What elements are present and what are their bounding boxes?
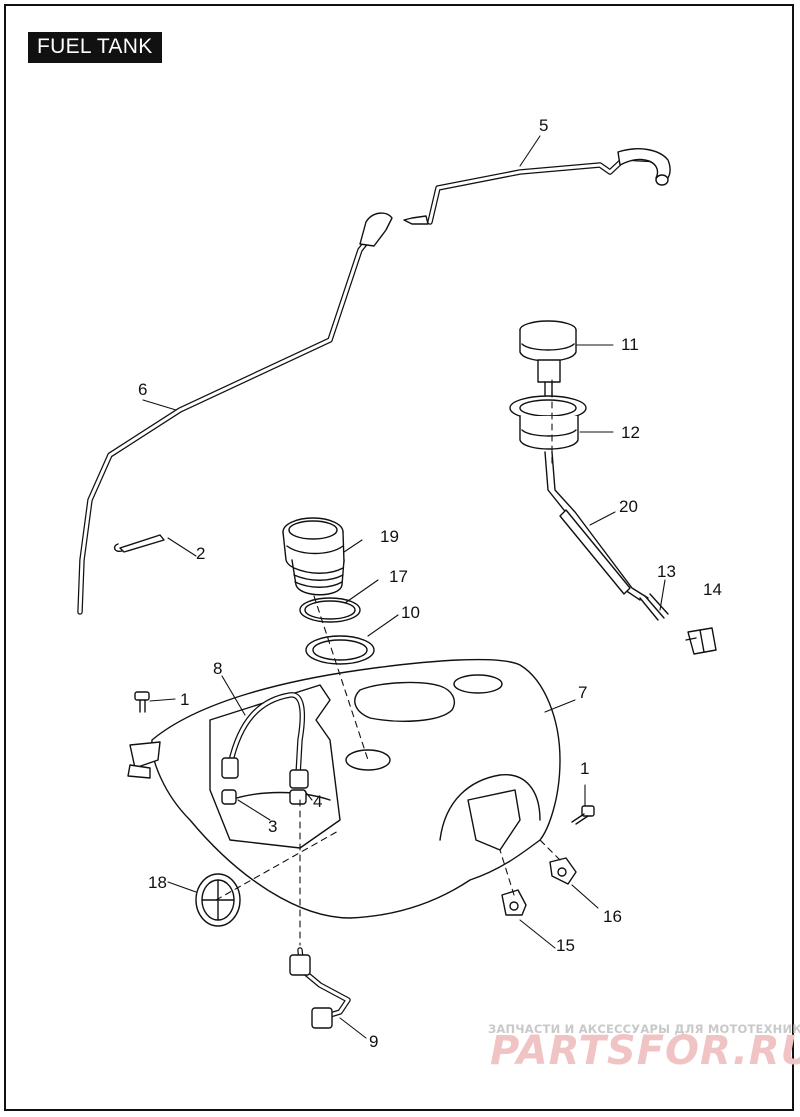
callout-8: 8 xyxy=(213,659,222,678)
callout-6: 6 xyxy=(138,380,147,399)
callout-5: 5 xyxy=(539,116,548,135)
callout-1-right: 1 xyxy=(580,759,589,778)
callout-labels: 5 6 2 19 17 10 11 12 20 13 14 8 1 7 1 4 … xyxy=(138,116,722,1051)
callout-17: 17 xyxy=(389,567,408,586)
fuel-line-part-9 xyxy=(289,947,351,1029)
fuel-cap-part-19 xyxy=(282,517,345,596)
gasket-part-10 xyxy=(305,635,375,665)
fuel-tank-part-7 xyxy=(127,658,561,919)
fitting-part-3 xyxy=(221,789,237,805)
watermark-brand: PARTSFOR.RU xyxy=(490,1028,800,1074)
callout-13: 13 xyxy=(657,562,676,581)
fitting-part-4 xyxy=(289,789,307,805)
vent-hose-part-6 xyxy=(77,212,393,615)
callout-11: 11 xyxy=(621,335,639,354)
watermark-tagline: ЗАПЧАСТИ И АКСЕССУАРЫ ДЛЯ МОТОТЕХНИКИ xyxy=(488,1022,800,1036)
page-frame xyxy=(4,4,794,1111)
callout-14: 14 xyxy=(703,580,722,599)
callout-4: 4 xyxy=(313,792,322,811)
callout-18: 18 xyxy=(148,873,167,892)
leader-lines xyxy=(142,135,666,1039)
callout-15: 15 xyxy=(556,936,575,955)
clip-part-2 xyxy=(113,534,165,553)
fuel-gauge-part-11 xyxy=(519,320,577,401)
callout-2: 2 xyxy=(196,544,205,563)
page-title: FUEL TANK xyxy=(28,32,162,63)
o-ring-part-17 xyxy=(299,597,361,623)
grommet-part-12 xyxy=(509,395,587,450)
bracket-part-15 xyxy=(501,889,527,916)
badge-part-18 xyxy=(195,873,241,927)
callout-20: 20 xyxy=(619,497,638,516)
screw-part-1-left xyxy=(134,691,150,713)
wire-harness-part-20 xyxy=(544,451,669,621)
assembly-guide-lines xyxy=(215,379,561,946)
callout-10: 10 xyxy=(401,603,420,622)
callout-12: 12 xyxy=(621,423,640,442)
callout-3: 3 xyxy=(268,817,277,836)
bracket-part-16 xyxy=(549,857,577,885)
screw-part-1-right xyxy=(571,805,595,825)
crossover-hose-part-8 xyxy=(221,692,309,789)
vent-tube-part-5 xyxy=(403,148,671,225)
callout-16: 16 xyxy=(603,907,622,926)
callout-19: 19 xyxy=(380,527,399,546)
callout-7: 7 xyxy=(578,683,587,702)
callout-1-left: 1 xyxy=(180,690,189,709)
connector-part-14 xyxy=(685,627,717,655)
callout-9: 9 xyxy=(369,1032,378,1051)
